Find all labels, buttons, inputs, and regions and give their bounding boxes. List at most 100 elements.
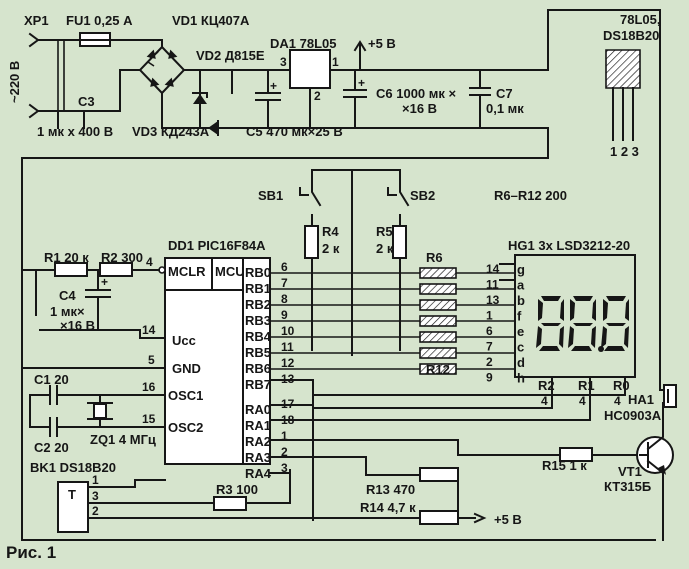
r14-label: R14 4,7 к bbox=[360, 500, 416, 515]
capacitor-c7 bbox=[21, 9, 661, 541]
r6-r12-label: R6–R12 200 bbox=[494, 188, 567, 203]
regulator-da1 bbox=[267, 40, 481, 129]
fu1-label: FU1 0,25 А bbox=[66, 13, 133, 28]
da1-pin3: 3 bbox=[280, 55, 287, 69]
xp1-label: XP1 bbox=[24, 13, 49, 28]
zq1-label: ZQ1 4 МГц bbox=[90, 432, 156, 447]
plus5-bottom-label: +5 В bbox=[494, 512, 522, 527]
digit-pin-r0: 4 bbox=[614, 394, 621, 408]
bk-pin2: 2 bbox=[92, 504, 99, 518]
digit-r0-label: R0 bbox=[613, 378, 630, 393]
bk-pin1: 1 bbox=[92, 473, 99, 487]
segment-pin-4: 6 bbox=[486, 324, 493, 338]
port-b-pin-1: 7 bbox=[281, 276, 288, 290]
digit-r2-label: R2 bbox=[538, 378, 555, 393]
port-a-pin-0: 17 bbox=[281, 397, 295, 411]
port-b-name-5: RB5 bbox=[245, 345, 271, 360]
da1-pin1: 1 bbox=[332, 55, 339, 69]
reset-circuit: + bbox=[21, 262, 141, 339]
osc2-label: OSC2 bbox=[168, 420, 203, 435]
r5-value: 2 к bbox=[376, 241, 394, 256]
dd1-label: DD1 PIC16F84A bbox=[168, 238, 266, 253]
gnd-pin: 5 bbox=[148, 353, 155, 367]
vt1-type: КТ315Б bbox=[604, 479, 651, 494]
segment-pin-2: 13 bbox=[486, 293, 500, 307]
r13-label: R13 470 bbox=[366, 482, 415, 497]
r1-label: R1 20 к bbox=[44, 250, 89, 265]
port-a-name-4: RA4 bbox=[245, 466, 272, 481]
ucc-pin: 14 bbox=[142, 323, 156, 337]
plus5-top-label: +5 В bbox=[368, 36, 396, 51]
resistor-array-r6-r12 bbox=[270, 267, 515, 375]
c5-label: C5 470 мк×25 В bbox=[246, 124, 343, 139]
segment-pin-1: 11 bbox=[486, 278, 499, 292]
segment-pin-5: 7 bbox=[486, 340, 493, 354]
da1-pin2: 2 bbox=[314, 89, 321, 103]
segment-name-6: d bbox=[517, 355, 525, 370]
segment-name-1: a bbox=[517, 278, 525, 293]
c6-label: C6 1000 мк × bbox=[376, 86, 456, 101]
port-a-pin-4: 3 bbox=[281, 461, 288, 475]
bridge-vd1 bbox=[79, 45, 233, 129]
c7-value: 0,1 мк bbox=[486, 101, 524, 116]
resistor-r15 bbox=[457, 439, 641, 462]
segment-pin-7: 9 bbox=[486, 371, 493, 385]
digit-r1-label: R1 bbox=[578, 378, 595, 393]
capacitor-c3 bbox=[57, 110, 85, 129]
c1-label: C1 20 bbox=[34, 372, 69, 387]
seven-seg-digits bbox=[536, 296, 629, 352]
port-b-name-6: RB6 bbox=[245, 361, 271, 376]
port-b-pin-3: 9 bbox=[281, 308, 288, 322]
r12-label: R12 bbox=[426, 362, 450, 377]
vt1-label: VT1 bbox=[618, 464, 642, 479]
segment-name-7: h bbox=[517, 371, 525, 386]
port-b-name-2: RB2 bbox=[245, 297, 271, 312]
display-hg1 bbox=[312, 254, 636, 421]
bk-pin3: 3 bbox=[92, 489, 99, 503]
port-a-name-3: RA3 bbox=[245, 450, 271, 465]
port-a-pin-1: 18 bbox=[281, 413, 295, 427]
port-a-pin-2: 1 bbox=[281, 429, 288, 443]
mcu-dd1 bbox=[139, 257, 459, 521]
mcu-label: MCU bbox=[215, 264, 245, 279]
mclr-label: MCLR bbox=[168, 264, 206, 279]
figure-caption: Рис. 1 bbox=[6, 543, 56, 562]
r5-label: R5 bbox=[376, 224, 393, 239]
capacitor-c5: + bbox=[231, 69, 281, 129]
port-b-pin-7: 13 bbox=[281, 372, 295, 386]
c4-label: C4 bbox=[59, 288, 76, 303]
port-b-name-7: RB7 bbox=[245, 377, 271, 392]
port-b-pin-6: 12 bbox=[281, 356, 295, 370]
mains-label: ~220 В bbox=[7, 61, 22, 103]
segment-pin-3: 1 bbox=[486, 309, 493, 323]
ha1-type: НС0903А bbox=[604, 408, 662, 423]
segment-pin-0: 14 bbox=[486, 262, 500, 276]
osc2-pin: 15 bbox=[142, 412, 156, 426]
osc1-label: OSC1 bbox=[168, 388, 203, 403]
port-b-pin-2: 8 bbox=[281, 292, 288, 306]
labels: XP1 FU1 0,25 А VD1 КЦ407А ~220 В VD2 Д81… bbox=[6, 12, 662, 562]
bk1-label: BK1 DS18B20 bbox=[30, 460, 116, 475]
segment-pin-6: 2 bbox=[486, 355, 493, 369]
port-b-name-0: RB0 bbox=[245, 265, 271, 280]
oscillator bbox=[21, 367, 141, 437]
switch-sb1 bbox=[299, 169, 353, 231]
da1-label: DA1 78L05 bbox=[270, 36, 336, 51]
r2-label: R2 300 bbox=[101, 250, 143, 265]
c3-value: 1 мк х 400 В bbox=[37, 124, 113, 139]
port-b-name-4: RB4 bbox=[245, 329, 272, 344]
beeper-ha1 bbox=[659, 374, 677, 421]
c4-value-2: ×16 В bbox=[60, 318, 95, 333]
zener-vd2 bbox=[192, 69, 233, 129]
ha1-label: HA1 bbox=[628, 392, 654, 407]
vd3-label: VD3 КД243А bbox=[132, 124, 210, 139]
c4-value: 1 мк× bbox=[50, 304, 85, 319]
port-b-pin-4: 10 bbox=[281, 324, 295, 338]
to92-package-icon bbox=[605, 49, 641, 141]
segment-name-2: b bbox=[517, 293, 525, 308]
segment-name-4: e bbox=[517, 324, 524, 339]
package-label-2: DS18B20 bbox=[603, 28, 659, 43]
mains-input bbox=[28, 32, 81, 119]
